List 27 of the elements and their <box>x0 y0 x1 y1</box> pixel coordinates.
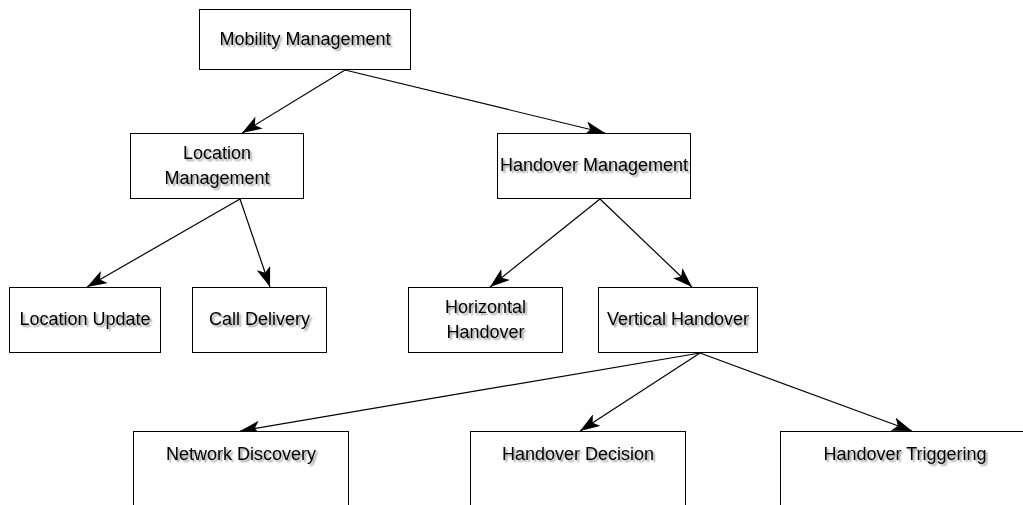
node-label: Call Delivery <box>209 308 310 332</box>
node-label: Handover Triggering <box>823 443 987 466</box>
node-label: Location Update <box>19 308 151 332</box>
process-box <box>598 287 758 353</box>
arrow <box>599 198 693 288</box>
node-label: Handover Decision <box>501 443 655 466</box>
process-box <box>780 431 1023 505</box>
process-box <box>470 431 686 505</box>
node-label: Vertical Handover <box>606 308 750 332</box>
process-box <box>497 133 691 199</box>
process-box <box>9 287 161 353</box>
node-label: Handover Management <box>499 154 689 178</box>
arrow <box>699 352 913 432</box>
process-box <box>192 287 327 353</box>
arrow <box>239 198 271 288</box>
node-label: Location Management <box>163 141 271 190</box>
process-box <box>130 133 304 199</box>
arrow <box>489 198 601 288</box>
process-box <box>408 287 563 353</box>
process-box <box>199 9 411 70</box>
arrow <box>579 352 701 432</box>
node-label: Horizontal Handover <box>443 295 527 344</box>
node-label: Network Discovery <box>166 443 316 466</box>
process-box <box>133 431 349 505</box>
arrow <box>241 69 346 134</box>
arrow <box>86 198 241 288</box>
node-label: Mobility Management <box>219 27 391 51</box>
